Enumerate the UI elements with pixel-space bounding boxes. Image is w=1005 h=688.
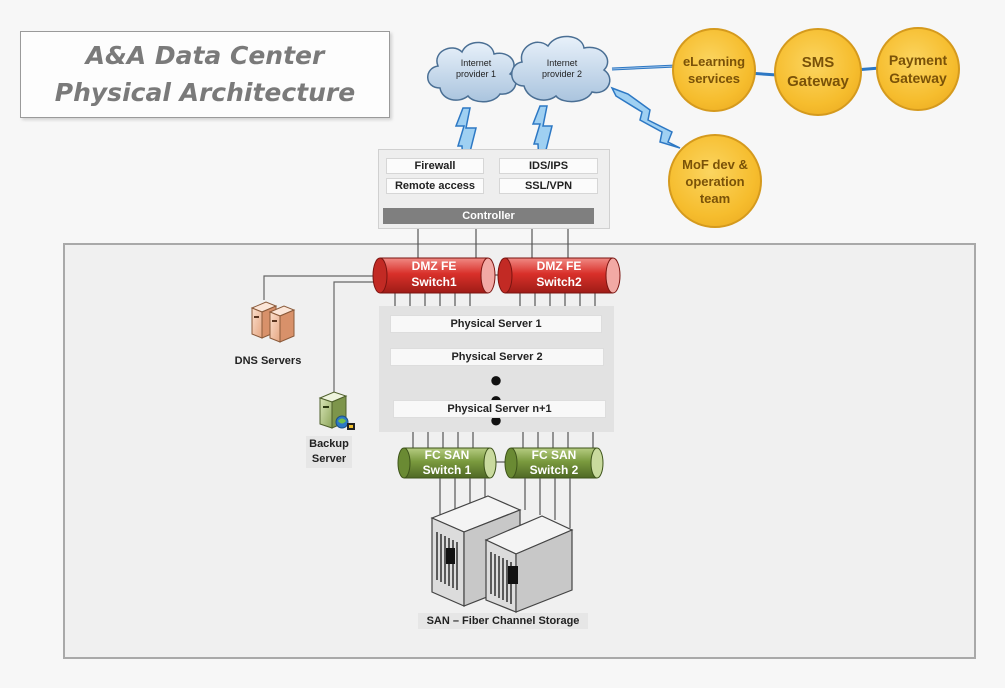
ssl-vpn-box: SSL/VPN [499,178,598,194]
dns-servers-icon [250,301,296,343]
dmz-switch-1-shape [372,257,496,294]
fc-switch-2-shape [504,447,604,479]
physical-server-1: Physical Server 1 [390,315,602,333]
mof-line-2: operation [685,173,745,189]
ids-ips-box: IDS/IPS [499,158,598,174]
elearning-services-node: eLearning services [672,28,756,112]
cloud-2-line-2: provider 2 [541,69,583,79]
fc-1-line-1: FC SAN [424,448,470,462]
sms-line-1: SMS [801,54,835,71]
dns-servers-label: DNS Servers [234,355,302,367]
storage-unit-2 [484,515,574,613]
dmz-1-line-1: DMZ FE [411,259,457,273]
dmz-2-line-2: Switch2 [536,275,582,289]
dmz-switch-2-label: DMZ FE Switch2 [509,258,609,290]
backup-server-label: Backup Server [306,436,352,468]
physical-server-n-plus-1: Physical Server n+1 [393,400,606,418]
controller-bar: Controller [383,208,594,224]
dmz-switch-1-label: DMZ FE Switch1 [384,258,484,290]
payment-gateway-node: Payment Gateway [876,27,960,111]
firewall-box: Firewall [386,158,484,174]
more-servers-ellipsis: ● ● ● [489,367,509,432]
backup-line-1: Backup [309,438,349,450]
link-highlight [611,65,677,70]
physical-server-2: Physical Server 2 [390,348,604,366]
fc-2-line-2: Switch 2 [529,463,579,477]
title-line-1: A&A Data Center [85,41,325,70]
dmz-switch-2-shape [497,257,621,294]
fc-2-line-1: FC SAN [531,448,577,462]
elearning-line-2: services [687,71,741,86]
dmz-2-line-1: DMZ FE [536,259,582,273]
cloud-label-2: Internet provider 2 [530,58,594,80]
elearning-line-1: eLearning [682,54,746,69]
title-box: A&A Data Center Physical Architecture [20,31,390,118]
dmz-side-links [263,275,376,392]
payment-line-2: Gateway [889,70,947,86]
cloud-shape-1 [427,41,517,103]
mof-team-node: MoF dev & operation team [668,134,762,228]
cloud-1-line-2: provider 1 [455,69,497,79]
fc-1-line-2: Switch 1 [422,463,472,477]
san-storage-label: SAN – Fiber Channel Storage [418,613,588,629]
cloud-1-line-1: Internet [460,58,492,68]
cloud-2-line-1: Internet [546,58,578,68]
server-fc-links [412,432,594,450]
payment-line-1: Payment [888,52,948,68]
fc-storage-links [439,478,571,528]
mof-line-1: MoF dev & [682,156,748,172]
mof-line-3: team [699,190,731,206]
remote-access-box: Remote access [386,178,484,194]
fc-switch-1-label: FC SAN Switch 1 [404,448,490,478]
fc-switch-1-shape [397,447,497,479]
dmz-1-line-2: Switch1 [411,275,457,289]
controller-dmz-links [417,229,569,260]
sms-gateway-node: SMS Gateway [774,28,862,116]
cloud-label-1: Internet provider 1 [446,58,506,80]
backup-server-icon [318,391,355,430]
fc-switch-2-label: FC SAN Switch 2 [511,448,597,478]
title-line-2: Physical Architecture [54,78,356,107]
backup-line-2: Server [311,453,347,465]
cloud-shape-2 [511,35,611,103]
sms-line-2: Gateway [787,73,849,90]
dmz-server-links [394,292,596,308]
